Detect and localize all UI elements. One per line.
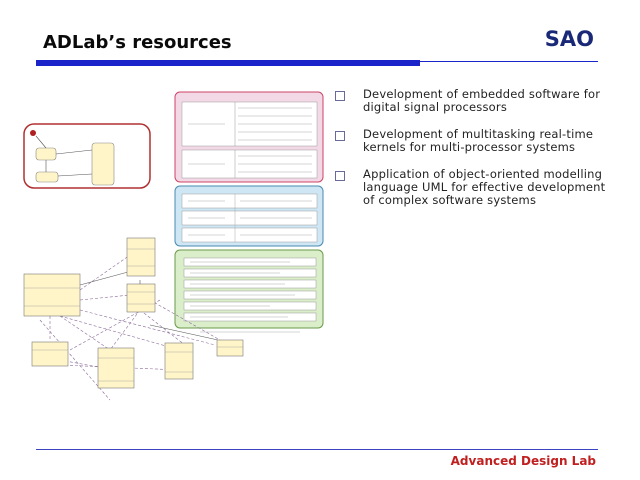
bullet-item: Development of multitasking real-time ke…	[335, 128, 610, 154]
square-bullet-icon	[335, 131, 345, 141]
square-bullet-icon	[335, 171, 345, 181]
uml-class-diagram-image	[23, 237, 244, 401]
footer-label: Advanced Design Lab	[450, 454, 596, 468]
architecture-panels-image	[174, 91, 324, 333]
bullet-list: Development of embedded software for dig…	[335, 88, 610, 221]
sao-logo: SAO	[544, 27, 594, 51]
square-bullet-icon	[335, 91, 345, 101]
slide-title: ADLab’s resources	[43, 32, 232, 53]
title-underline-thick	[36, 60, 420, 66]
bullet-text: Application of object-oriented modelling…	[363, 167, 606, 207]
state-diagram-image	[23, 123, 151, 189]
bullet-text: Development of multitasking real-time ke…	[363, 127, 594, 154]
bullet-item: Application of object-oriented modelling…	[335, 168, 610, 207]
footer-divider	[36, 449, 598, 450]
bullet-item: Development of embedded software for dig…	[335, 88, 610, 114]
bullet-text: Development of embedded software for dig…	[363, 87, 601, 114]
title-underline-thin	[420, 61, 598, 62]
